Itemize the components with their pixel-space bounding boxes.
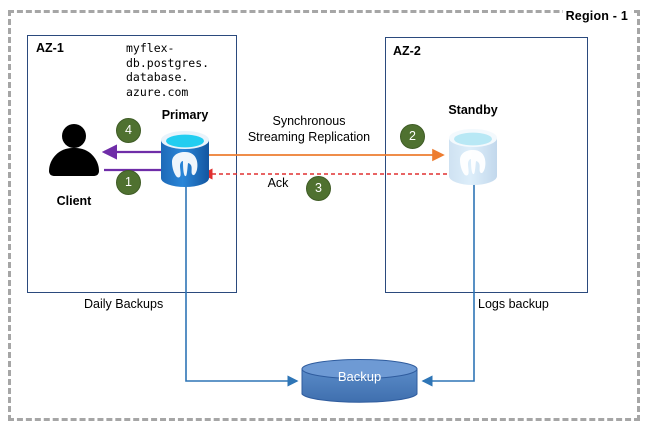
region-label: Region - 1 <box>562 9 631 23</box>
ack-label: Ack <box>267 176 289 190</box>
client-label: Client <box>56 194 92 208</box>
step-badge-4: 4 <box>116 118 141 143</box>
step-badge-3: 3 <box>306 176 331 201</box>
primary-database-icon <box>157 128 213 190</box>
backup-storage-icon <box>301 359 418 404</box>
region-boundary <box>8 10 640 421</box>
availability-zone-2-box <box>385 37 588 293</box>
database-hostname: myflex- db.postgres. database. azure.com <box>126 41 210 99</box>
user-body-shape <box>49 148 99 176</box>
replication-label: Synchronous Streaming Replication <box>247 114 371 144</box>
availability-zone-2-label: AZ-2 <box>393 44 421 58</box>
user-head-shape <box>62 124 86 148</box>
standby-node-label: Standby <box>448 103 498 117</box>
daily-backups-label: Daily Backups <box>84 297 164 311</box>
logs-backup-label: Logs backup <box>478 297 549 311</box>
step-badge-1: 1 <box>116 170 141 195</box>
standby-database-icon <box>445 126 501 188</box>
availability-zone-1-label: AZ-1 <box>36 41 64 55</box>
step-badge-2: 2 <box>400 124 425 149</box>
client-user-icon <box>48 124 100 176</box>
availability-zone-1-box <box>27 35 237 293</box>
primary-node-label: Primary <box>161 108 209 122</box>
backup-label: Backup <box>337 369 382 384</box>
